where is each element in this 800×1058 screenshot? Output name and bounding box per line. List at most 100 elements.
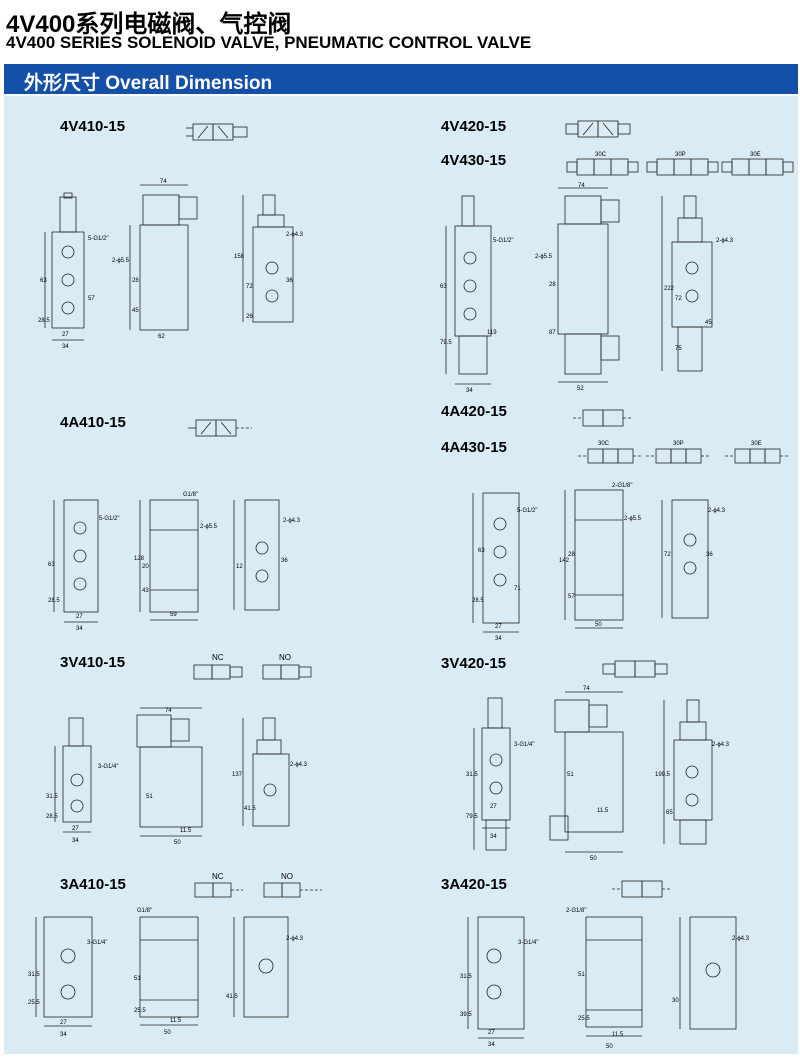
dimension-drawing <box>472 489 709 633</box>
dim-label: 59 <box>170 612 177 618</box>
dim-label: 65 <box>666 810 673 816</box>
valve-symbol-icon <box>188 419 252 437</box>
dim-label: 34 <box>466 388 473 394</box>
dim-label: 31.5 <box>46 794 58 800</box>
dim-label: 50 <box>590 856 597 862</box>
dim-label: 2-ɸ5.5 <box>200 524 218 530</box>
valve-symbol-icon <box>612 880 672 898</box>
valve-symbol-icon <box>578 448 790 464</box>
dim-label: 30 <box>672 998 679 1004</box>
valve-symbol-icon <box>186 123 248 141</box>
dim-label: 11.5 <box>170 1018 182 1024</box>
dim-label: 2-ɸ4.3 <box>290 762 308 768</box>
dim-label: 45 <box>705 320 712 326</box>
dim-label: 50 <box>174 840 181 846</box>
dim-label: 34 <box>72 838 79 844</box>
dim-label: 2-ɸ4.3 <box>732 936 750 942</box>
model-label: 3V410-15 <box>60 654 126 671</box>
dim-label: 137 <box>232 772 243 778</box>
model-label: 4A420-15 <box>441 403 507 420</box>
dim-label: 3-G1/4" <box>98 764 118 770</box>
dim-label: 3-G1/4" <box>518 940 538 946</box>
dimension-drawing <box>53 499 280 623</box>
model-label: 3V420-15 <box>441 655 507 672</box>
section-title: 外形尺寸 Overall Dimension <box>24 73 273 94</box>
symbol-label: NO <box>279 653 291 662</box>
dim-label: 75 <box>675 346 682 352</box>
valve-symbol-icon <box>565 120 631 138</box>
dim-label: 2-G1/8" <box>566 908 586 914</box>
section-banner: 外形尺寸 Overall Dimension <box>4 64 798 94</box>
dim-label: 5-G1/2" <box>493 238 513 244</box>
dim-label: 28 <box>568 552 575 558</box>
symbol-label: NO <box>281 872 293 881</box>
dim-label: 79.5 <box>466 814 478 820</box>
symbol-label: NC <box>212 872 224 881</box>
valve-symbol-icon <box>193 664 312 680</box>
dim-label: 52 <box>577 386 584 392</box>
dim-label: 39.5 <box>460 1012 472 1018</box>
dim-label: 28.5 <box>46 814 58 820</box>
dim-label: 142 <box>559 558 570 564</box>
dim-label: 2-ɸ5.5 <box>624 516 642 522</box>
dim-label: 2-ɸ4.3 <box>716 238 734 244</box>
dimension-drawing <box>467 916 737 1039</box>
dim-label: 63 <box>440 284 447 290</box>
dim-label: 128 <box>134 556 145 562</box>
dim-label: 74 <box>165 708 172 714</box>
dim-label: 25.5 <box>28 1000 40 1006</box>
model-label: 4A410-15 <box>60 414 126 431</box>
model-label: 3A420-15 <box>441 876 507 893</box>
dim-label: 41.5 <box>244 806 256 812</box>
model-label: 4V430-15 <box>441 152 507 169</box>
dim-label: 28 <box>132 278 139 284</box>
model-label: 4V420-15 <box>441 118 507 135</box>
symbol-label: 30C <box>598 441 610 447</box>
symbol-label: 30E <box>751 441 762 447</box>
dim-label: 63 <box>478 548 485 554</box>
symbol-label: NC <box>212 653 224 662</box>
dim-label: 34 <box>60 1032 67 1038</box>
dim-label: 5-G1/2" <box>88 236 108 242</box>
symbol-label: 30P <box>675 152 686 158</box>
dim-label: G1/8" <box>137 908 152 914</box>
dim-label: 51 <box>567 772 574 778</box>
valve-symbol-icon <box>602 660 668 678</box>
dim-label: 3-G1/4" <box>87 940 107 946</box>
dim-label: 74 <box>160 179 167 185</box>
dim-label: 51 <box>146 794 153 800</box>
dim-label: 79.5 <box>440 340 452 346</box>
dim-label: 57 <box>568 594 575 600</box>
dim-label: 63 <box>48 562 55 568</box>
dim-label: 27 <box>62 332 69 338</box>
dim-label: 74 <box>578 183 585 189</box>
dim-label: 50 <box>595 622 602 628</box>
dim-label: 45 <box>132 308 139 314</box>
dim-label: 51 <box>578 972 585 978</box>
dim-label: 27 <box>60 1020 67 1026</box>
dimension-drawing <box>35 916 289 1027</box>
dim-label: 2-ɸ4.3 <box>286 936 304 942</box>
symbol-label: 30C <box>595 152 607 158</box>
dim-label: 28 <box>549 282 556 288</box>
dim-label: 31.5 <box>460 974 472 980</box>
valve-symbol-icon <box>194 882 322 898</box>
dim-label: 26 <box>246 314 253 320</box>
dim-label: 36 <box>281 558 288 564</box>
dim-label: 74 <box>583 686 590 692</box>
dim-label: 27 <box>72 826 79 832</box>
dim-label: G1/8" <box>183 492 198 498</box>
dim-label: 222 <box>664 286 675 292</box>
dim-label: 2-ɸ5.5 <box>112 258 130 264</box>
dim-label: 34 <box>488 1042 495 1048</box>
dim-label: 25.5 <box>134 1008 146 1014</box>
dim-label: 28.5 <box>38 318 50 324</box>
dimension-drawing <box>445 187 713 385</box>
dim-label: 20 <box>142 564 149 570</box>
dim-label: 50 <box>606 1044 613 1050</box>
dim-label: 5-G1/2" <box>517 508 537 514</box>
dim-label: 63 <box>40 278 47 284</box>
dim-label: 87 <box>549 330 556 336</box>
dim-label: 43 <box>142 588 149 594</box>
